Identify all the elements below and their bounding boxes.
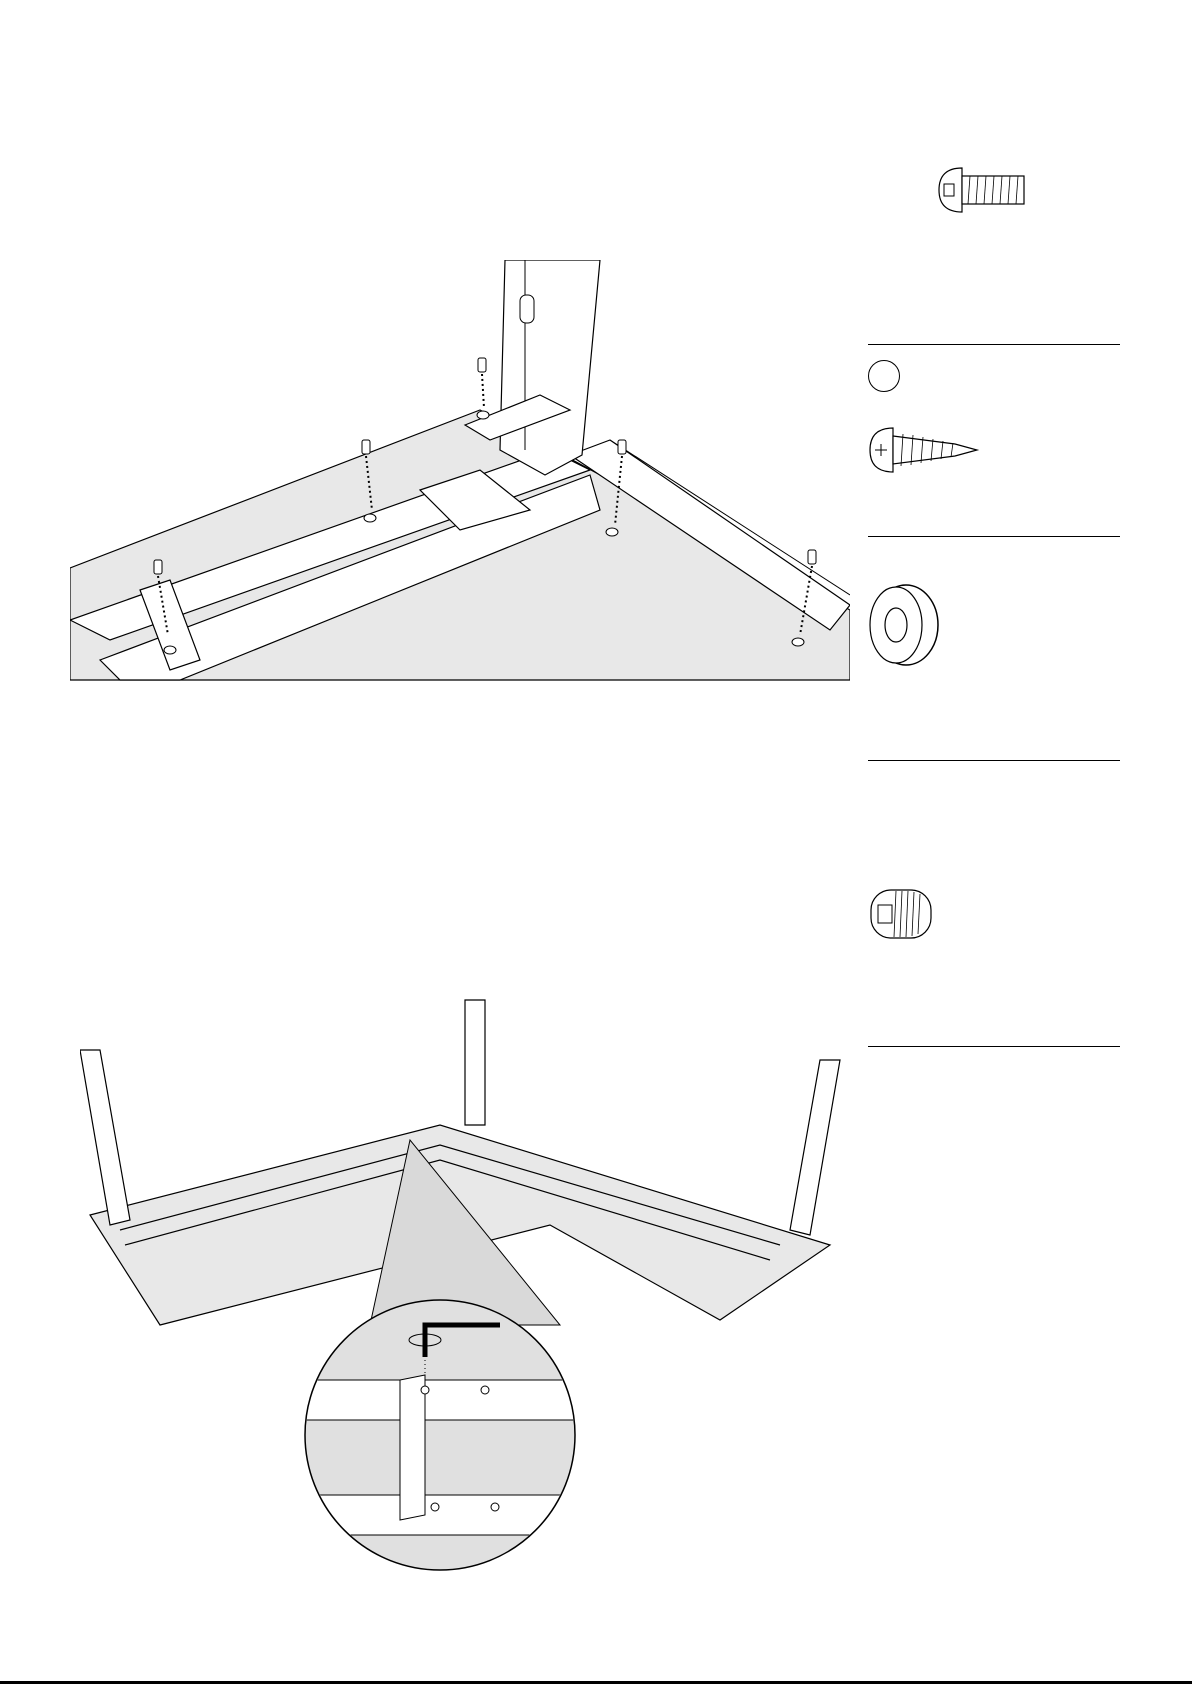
divider [868, 760, 1120, 761]
desk-leg-icon [465, 1000, 485, 1125]
divider [868, 344, 1120, 345]
set-screw-icon [866, 885, 946, 945]
phillips-screw-icon [865, 420, 985, 480]
washer-icon [866, 580, 946, 670]
desk-leg-icon [80, 1050, 130, 1225]
page-bottom-rule [0, 1681, 1192, 1684]
hex-bolt-icon [868, 160, 1120, 220]
divider [868, 536, 1120, 537]
l-frame-illustration [80, 995, 850, 1575]
divider [868, 1046, 1120, 1047]
leg-column [500, 260, 600, 475]
leg-attachment-illustration [70, 260, 850, 690]
part-badge-icon [868, 360, 900, 392]
desk-leg-icon [790, 1060, 840, 1235]
